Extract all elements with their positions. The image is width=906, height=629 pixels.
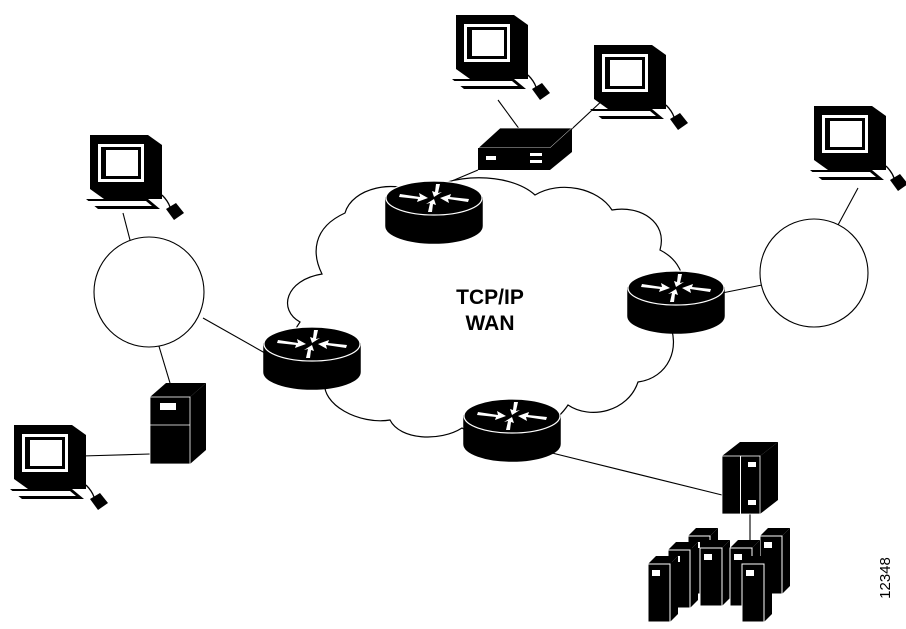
mainframe-controller: [721, 442, 778, 515]
cloud-label-line2: WAN: [466, 312, 515, 335]
link-left-ring-server: [157, 342, 171, 384]
workstation-icon: [451, 14, 551, 101]
link-right-ring-ws: [837, 187, 859, 226]
workstation-icon: [589, 44, 689, 131]
modem-icon: [476, 127, 574, 170]
router-icon: [463, 398, 561, 462]
link-ws-server: [81, 453, 151, 457]
cloud-label-line1: TCP/IP: [456, 286, 524, 309]
router-icon: [385, 180, 483, 244]
figure-number: 12348: [877, 557, 894, 599]
lan-ring-right: [759, 218, 869, 328]
mainframe-icon: [647, 442, 791, 623]
link-ws-modem-top: [497, 99, 521, 131]
link-left-ring-top: [122, 212, 131, 241]
link-right-ring-router: [721, 284, 763, 294]
mainframe-stack: [647, 527, 791, 623]
workstation-icon: [85, 134, 185, 221]
router-icon: [263, 326, 361, 390]
workstation-icon: [809, 105, 906, 192]
router-icon: [627, 270, 725, 334]
server-icon: [149, 383, 206, 465]
link-left-ring-router: [202, 317, 273, 358]
lan-ring-left: [93, 236, 205, 348]
link-router-mainframe: [547, 451, 723, 496]
workstation-icon: [9, 424, 109, 511]
